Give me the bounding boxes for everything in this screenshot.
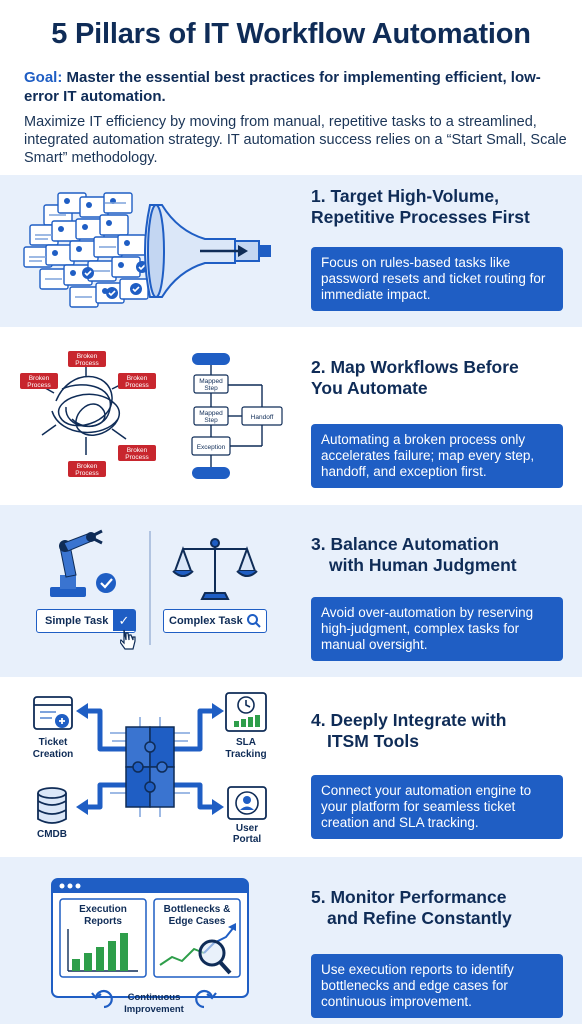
goal-text: Master the essential best practices for …: [24, 69, 541, 105]
bar-chart-icon: [67, 929, 138, 972]
page-title: 5 Pillars of IT Workflow Automation: [51, 18, 531, 50]
broken-process-label: Broken: [127, 375, 148, 382]
pillar-1-title-line2: Repetitive Processes First: [311, 207, 530, 227]
checkmark-icon: ✓: [113, 610, 135, 631]
goal-statement: Goal: Master the essential best practice…: [24, 68, 569, 106]
pillar-3-section: Simple Task ✓ Complex Task 3. Balance Au…: [0, 505, 582, 677]
pillar-4-title-line2: ITSM Tools: [327, 731, 420, 751]
cycle-icon: [91, 989, 217, 1009]
pillar-5-description: Use execution reports to identify bottle…: [311, 954, 563, 1018]
sla-tracking-label: SLA: [236, 737, 256, 748]
user-icon: [227, 786, 267, 820]
magnifier-icon: [198, 939, 232, 975]
pillar-3-description: Avoid over-automation by reserving high-…: [311, 597, 563, 661]
user-portal-label: User: [236, 823, 258, 834]
pillar-1-section: 1. Target High-Volume, Repetitive Proces…: [0, 175, 582, 327]
pillar-2-description: Automating a broken process only acceler…: [311, 424, 563, 488]
flowchart-icon: [191, 353, 283, 479]
cmdb-label: CMDB: [37, 829, 67, 840]
puzzle-icon: [125, 726, 175, 808]
search-icon: [247, 614, 261, 628]
broken-process-label: Process: [27, 382, 51, 389]
exception-label: Exception: [197, 444, 226, 451]
itsm-integration-illustration: Ticket Creation SLA Tracking CMDB User P…: [33, 692, 267, 845]
pillar-1-title-line1: 1. Target High-Volume,: [311, 186, 499, 206]
bottlenecks-label: Edge Cases: [169, 916, 226, 927]
pillar-2-title-line1: 2. Map Workflows Before: [311, 357, 519, 377]
broken-process-label: Broken: [77, 463, 98, 470]
broken-process-label: Process: [125, 382, 149, 389]
header: 5 Pillars of IT Workflow Automation Goal…: [0, 0, 582, 175]
complex-task-label: Complex Task: [169, 615, 243, 627]
pillar-4-section: Ticket Creation SLA Tracking CMDB User P…: [0, 677, 582, 857]
simple-task-label: Simple Task: [45, 615, 109, 627]
pillar-2-section: Broken Process Broken Process Broken Pro…: [0, 327, 582, 505]
funnel-icon: [144, 204, 271, 298]
broken-process-label: Broken: [29, 375, 50, 382]
sla-tracking-label: Tracking: [225, 749, 266, 760]
pillar-3-title-line1: 3. Balance Automation: [311, 534, 499, 554]
goal-label: Goal:: [24, 69, 63, 86]
pillar-3-title: 3. Balance Automation with Human Judgmen…: [311, 534, 517, 576]
continuous-improvement-label: Improvement: [124, 1004, 184, 1015]
automation-judgment-illustration: [50, 529, 258, 645]
clock-icon: [225, 692, 267, 732]
pillar-5-title-line1: 5. Monitor Performance: [311, 887, 507, 907]
ticket-icon: [33, 696, 73, 730]
complex-task-chip[interactable]: Complex Task: [163, 609, 267, 633]
checkmark-icon: [96, 573, 116, 593]
pillar-5-title-line2: and Refine Constantly: [327, 908, 512, 928]
handoff-label: Handoff: [251, 414, 274, 421]
workflow-map-illustration: Broken Process Broken Process Broken Pro…: [20, 351, 283, 479]
arrow-right-icon: [200, 245, 248, 257]
mapped-step-label: Step: [204, 417, 218, 424]
scales-icon: [172, 538, 258, 600]
pillar-2-title: 2. Map Workflows Before You Automate: [311, 357, 519, 399]
bottlenecks-label: Bottlenecks &: [164, 904, 231, 915]
pillar-3-title-line2: with Human Judgment: [329, 555, 517, 575]
simple-task-chip[interactable]: Simple Task ✓: [36, 609, 136, 633]
broken-process-label: Process: [75, 470, 99, 477]
mapped-step-label: Mapped: [199, 410, 223, 417]
document-funnel-illustration: [23, 192, 271, 308]
pillar-4-title-line1: 4. Deeply Integrate with: [311, 710, 507, 730]
mapped-step-label: Step: [204, 385, 218, 392]
mapped-step-label: Mapped: [199, 378, 223, 385]
ticket-creation-label: Creation: [33, 749, 74, 760]
pillar-5-section: Execution Reports Bottlenecks & Edge Cas…: [0, 857, 582, 1024]
pillar-1-title: 1. Target High-Volume, Repetitive Proces…: [311, 186, 530, 228]
pillar-4-title: 4. Deeply Integrate with ITSM Tools: [311, 710, 506, 752]
tangle-icon: [39, 367, 127, 455]
broken-process-label: Broken: [127, 447, 148, 454]
broken-process-label: Process: [125, 454, 149, 461]
cursor-icon: [120, 629, 136, 650]
document-stack-icon: [23, 192, 149, 308]
ticket-creation-label: Ticket: [39, 737, 68, 748]
execution-reports-label: Reports: [84, 916, 122, 927]
intro-text: Maximize IT efficiency by moving from ma…: [24, 114, 567, 166]
robot-arm-icon: [50, 529, 103, 597]
execution-reports-label: Execution: [79, 904, 127, 915]
continuous-improvement-label: Continuous: [128, 992, 181, 1003]
broken-process-label: Process: [75, 360, 99, 367]
monitoring-dashboard-illustration: Execution Reports Bottlenecks & Edge Cas…: [51, 878, 249, 1015]
database-icon: [37, 787, 67, 824]
pillar-4-description: Connect your automation engine to your p…: [311, 775, 563, 839]
pillar-5-title: 5. Monitor Performance and Refine Consta…: [311, 887, 512, 929]
pillar-1-description: Focus on rules-based tasks like password…: [311, 247, 563, 311]
user-portal-label: Portal: [233, 834, 262, 845]
broken-process-label: Broken: [77, 353, 98, 360]
pillar-2-title-line2: You Automate: [311, 378, 428, 398]
